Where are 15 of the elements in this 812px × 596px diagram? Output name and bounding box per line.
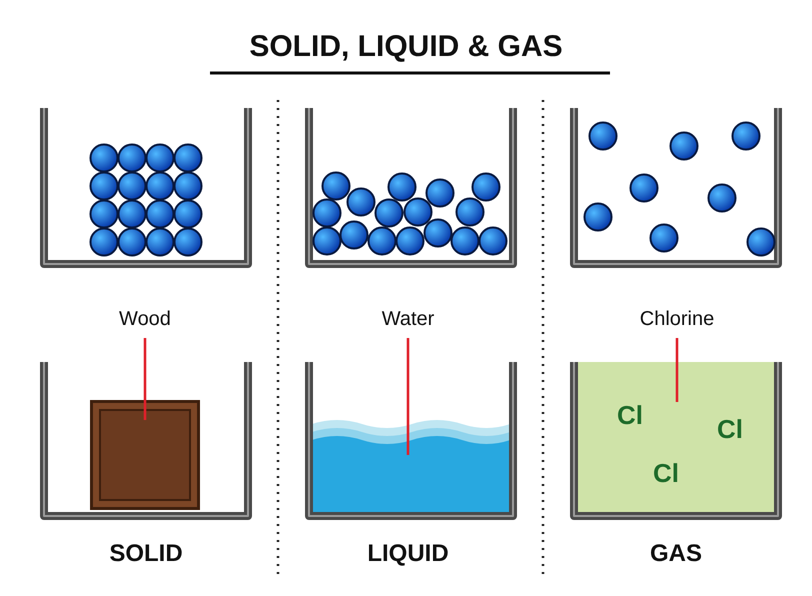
state-label: GAS	[650, 540, 702, 567]
leader-line	[144, 338, 146, 420]
water-body	[312, 418, 510, 512]
state-label: LIQUID	[367, 540, 449, 567]
element-symbol: Cl	[717, 414, 743, 445]
element-symbol: Cl	[653, 458, 679, 489]
state-label: SOLID	[109, 540, 183, 567]
title: SOLID, LIQUID & GAS	[248, 30, 564, 64]
material-label: Water	[382, 308, 434, 330]
leader-line	[406, 338, 410, 455]
leader-line	[676, 338, 678, 402]
material-label: Wood	[119, 308, 171, 330]
material-label: Chlorine	[640, 308, 714, 330]
wood-block	[90, 400, 200, 510]
element-symbol: Cl	[617, 400, 643, 431]
